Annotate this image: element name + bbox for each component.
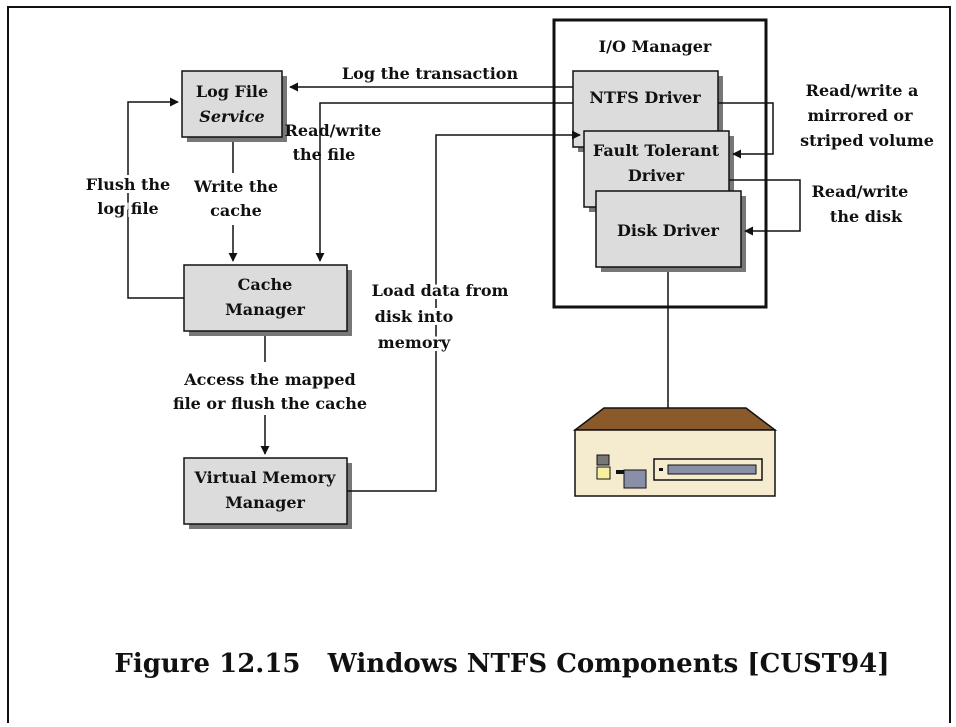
ntfs-driver-label: NTFS Driver bbox=[589, 88, 701, 107]
label-log-transaction: Log the transaction bbox=[342, 64, 519, 83]
label-read-write-file-2: the file bbox=[293, 145, 356, 164]
disk-drive-icon bbox=[572, 407, 778, 497]
label-flush-log-1: Flush the bbox=[86, 175, 170, 194]
label-flush-log-2: log file bbox=[97, 199, 158, 218]
log-file-service-line1: Log File bbox=[196, 82, 268, 101]
arrow-read-write-file bbox=[315, 102, 573, 262]
label-write-cache-1: Write the bbox=[193, 177, 278, 196]
figure-caption: Figure 12.15 Windows NTFS Components [CU… bbox=[114, 649, 889, 679]
arrow-load-data bbox=[347, 130, 581, 492]
virtual-memory-manager-line2: Manager bbox=[225, 493, 305, 512]
fault-tolerant-driver-line1: Fault Tolerant bbox=[593, 141, 720, 160]
disk-driver-box: Disk Driver bbox=[595, 190, 746, 272]
cache-manager-box: Cache Manager bbox=[183, 264, 352, 336]
label-access-mapped-1: Access the mapped bbox=[183, 370, 355, 389]
label-read-write-mirrored-1: Read/write a bbox=[806, 81, 919, 100]
label-read-write-mirrored-3: striped volume bbox=[800, 131, 934, 150]
log-file-service-box: Log File Service bbox=[181, 70, 287, 142]
label-load-data-1: Load data from bbox=[372, 281, 509, 300]
log-file-service-line2: Service bbox=[199, 107, 264, 126]
label-read-write-mirrored-2: mirrored or bbox=[807, 106, 913, 125]
cache-manager-line1: Cache bbox=[238, 275, 293, 294]
arrow-read-write-mirrored bbox=[718, 102, 774, 159]
virtual-memory-manager-box: Virtual Memory Manager bbox=[183, 457, 352, 529]
label-load-data-2: disk into bbox=[375, 307, 454, 326]
label-access-mapped-2: file or flush the cache bbox=[173, 394, 367, 413]
label-write-cache-2: cache bbox=[210, 201, 262, 220]
page-frame bbox=[7, 6, 951, 723]
arrow-read-write-disk bbox=[729, 179, 801, 236]
label-load-data-3: memory bbox=[378, 333, 451, 352]
label-read-write-file-1: Read/write bbox=[285, 121, 382, 140]
cache-manager-line2: Manager bbox=[225, 300, 305, 319]
label-read-write-disk-2: the disk bbox=[830, 207, 903, 226]
disk-driver-label: Disk Driver bbox=[617, 221, 719, 240]
arrow-flush-log bbox=[127, 97, 184, 299]
virtual-memory-manager-line1: Virtual Memory bbox=[194, 468, 337, 487]
io-manager-title: I/O Manager bbox=[599, 37, 712, 56]
fault-tolerant-driver-line2: Driver bbox=[628, 166, 685, 185]
label-read-write-disk-1: Read/write bbox=[812, 182, 909, 201]
